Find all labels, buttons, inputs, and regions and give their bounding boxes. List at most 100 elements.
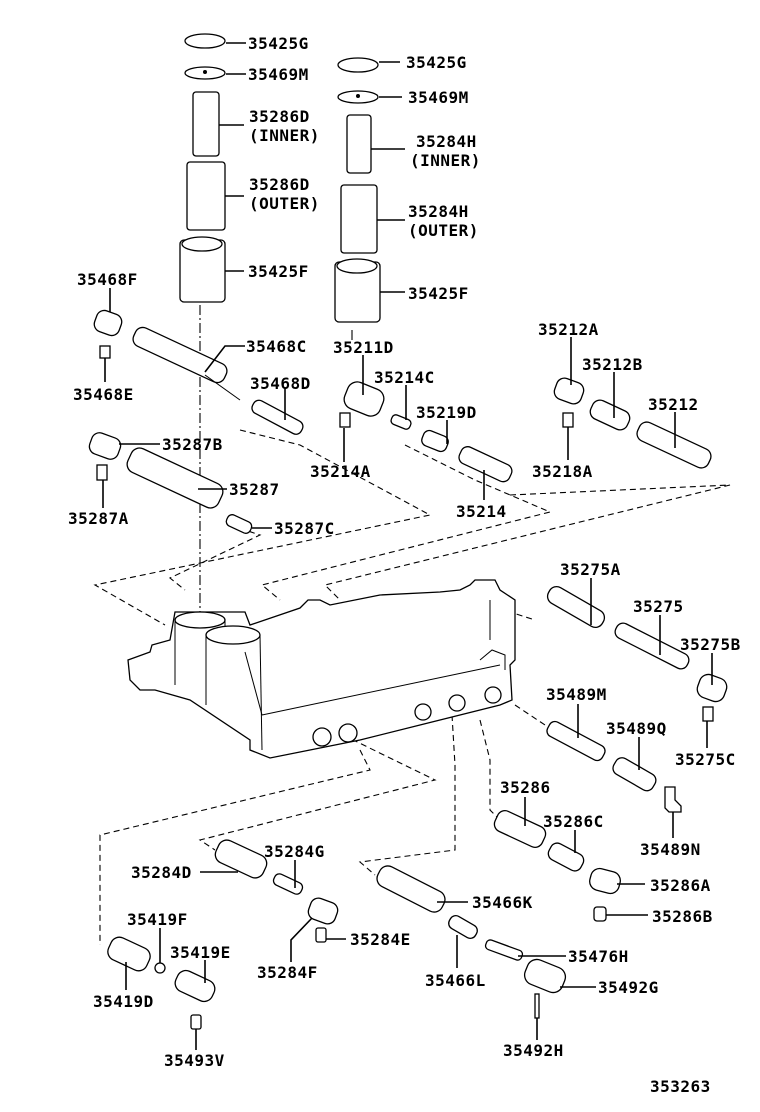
part-label-35286D-inner-sub: (INNER) [249,126,320,145]
spring-part [546,585,606,629]
part-label-35425F: 35425F [408,284,469,303]
port-hole [338,723,358,743]
snap-ring-part [337,57,379,73]
retainer-key-part [315,927,327,943]
part-label-35212B: 35212B [582,355,643,374]
part-label-35466K: 35466K [472,893,533,912]
valve-part [126,447,224,509]
part-label-35425G: 35425G [248,34,309,53]
part-label-35419F: 35419F [127,910,188,929]
part-label-35275: 35275 [633,597,684,616]
valve-body-bore [205,625,261,645]
part-label-35468C: 35468C [246,337,307,356]
pin-part [484,939,524,961]
port-hole [312,727,332,747]
part-label-35466L: 35466L [425,971,486,990]
part-label-35489Q: 35489Q [606,719,667,738]
part-label-35284G: 35284G [264,842,325,861]
plug-part [343,381,385,417]
guide-line [260,444,552,601]
part-label-35218A: 35218A [532,462,593,481]
valve-part [493,810,547,848]
snap-ring-part [184,33,226,49]
plug-part [93,309,123,337]
spring-part [251,399,304,435]
valve-body-bore [174,611,226,629]
part-label-35275A: 35275A [560,560,621,579]
valve-part [421,429,449,453]
plug-part [307,897,339,925]
part-label-35492G: 35492G [598,978,659,997]
part-label-35275C: 35275C [675,750,736,769]
part-label-35287C: 35287C [274,519,335,538]
part-label-35286D-inner: 35286D [249,107,310,126]
spring-part [589,399,631,431]
guide-line [479,719,501,821]
part-label-35284H-outer: 35284H [408,202,469,221]
guide-line [99,749,371,945]
pin-part [534,993,540,1019]
retainer-key-part [99,345,111,359]
part-label-35211D: 35211D [333,338,394,357]
valve-part [214,839,268,879]
port-hole [414,703,432,721]
part-label-35425F: 35425F [248,262,309,281]
valve-part [107,936,151,972]
spring-part [272,873,304,895]
part-label-35468F: 35468F [77,270,138,289]
part-label-35476H: 35476H [568,947,629,966]
part-label-35284H-outer-sub: (OUTER) [408,221,479,240]
part-label-35287B: 35287B [162,435,223,454]
valve-part [376,865,446,913]
part-label-35284H-inner-sub: (INNER) [410,151,481,170]
retainer-key-part [339,412,351,428]
part-label-35468E: 35468E [73,385,134,404]
guide-line [168,524,262,591]
part-label-35286C: 35286C [543,812,604,831]
guide-line [514,704,546,726]
part-label-35286A: 35286A [650,876,711,895]
spring-part [612,757,657,792]
part-label-35212A: 35212A [538,320,599,339]
inner-spring-part [192,91,220,157]
part-label-35284E: 35284E [350,930,411,949]
part-label-35284F: 35284F [257,963,318,982]
part-label-35469M: 35469M [248,65,309,84]
guide-line [93,429,432,626]
part-label-35492H: 35492H [503,1041,564,1060]
spring-part [390,414,412,430]
part-label-35284H-inner: 35284H [416,132,477,151]
part-label-35287: 35287 [229,480,280,499]
part-label-35275B: 35275B [680,635,741,654]
part-label-35489M: 35489M [546,685,607,704]
part-label-35214C: 35214C [374,368,435,387]
part-label-35286D-outer: 35286D [249,175,310,194]
valve-part [458,446,513,483]
part-label-35287A: 35287A [68,509,129,528]
inner-spring-part [346,114,372,174]
part-label-35468D: 35468D [250,374,311,393]
part-label-35286B: 35286B [652,907,713,926]
part-label-35219D: 35219D [416,403,477,422]
part-label-35469M: 35469M [408,88,469,107]
part-label-35489N: 35489N [640,840,701,859]
retainer-key-part [96,464,108,481]
spring-part [448,914,478,940]
outer-spring-part [340,184,378,254]
valve-part [174,969,216,1003]
part-label-35419E: 35419E [170,943,231,962]
port-hole [484,686,502,704]
retainer-key-part [702,706,714,722]
part-label-35286D-outer-sub: (OUTER) [249,194,320,213]
part-label-35419D: 35419D [93,992,154,1011]
retainer-key-part [593,906,607,922]
assembly-guide-lines [93,305,731,945]
check-ball-part [154,962,166,974]
part-label-35284D: 35284D [131,863,192,882]
retainer-plate-part [664,786,682,813]
outer-spring-part [186,161,226,231]
part-label-35493V: 35493V [164,1051,225,1070]
plug-part [696,673,728,703]
figure-number: 353263 [650,1077,711,1096]
